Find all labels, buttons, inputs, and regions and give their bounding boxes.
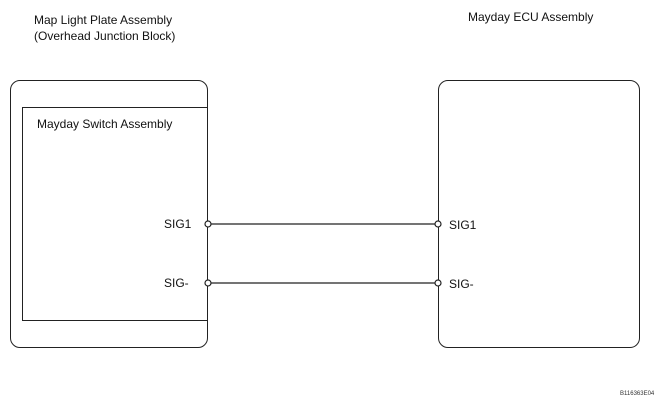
switch-pin-sig1-label: SIG1 bbox=[164, 217, 192, 231]
map-light-plate-title: Map Light Plate Assembly (Overhead Junct… bbox=[34, 12, 175, 44]
switch-pin-sig-minus-label: SIG- bbox=[164, 276, 189, 290]
mayday-ecu-title: Mayday ECU Assembly bbox=[468, 10, 594, 24]
map-light-plate-title-line1: Map Light Plate Assembly bbox=[34, 13, 173, 27]
ecu-pin-sig-minus-label: SIG- bbox=[449, 277, 474, 291]
mayday-ecu-box bbox=[438, 80, 640, 348]
mayday-switch-box bbox=[22, 107, 208, 321]
ecu-pin-sig1-label: SIG1 bbox=[449, 218, 477, 232]
map-light-plate-title-line2: (Overhead Junction Block) bbox=[34, 29, 176, 43]
mayday-switch-title: Mayday Switch Assembly bbox=[37, 117, 173, 131]
figure-code: B116363E04 bbox=[620, 391, 655, 397]
